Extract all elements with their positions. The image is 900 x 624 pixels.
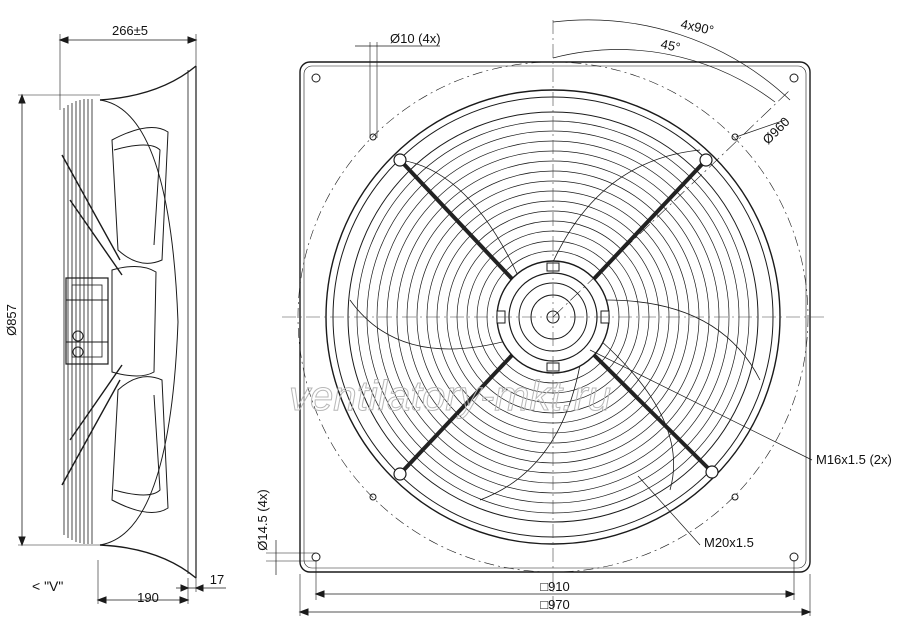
holes-top-label: Ø10 (4x) [390,31,441,46]
front-view [266,19,828,616]
bolt-circle-label: Ø960 [760,114,793,147]
blade-outlines [349,149,761,501]
gland-label-1: M16x1.5 (2x) [816,452,892,467]
diameter-dimension: Ø857 [4,304,19,336]
side-view [18,34,226,604]
width-inner-label: □910 [540,579,570,594]
angle-half-label: 45° [659,36,681,55]
angle-label: 4x90° [679,16,715,38]
holes-side-label: Ø14.5 (4x) [255,489,270,550]
view-label: < "V" [32,578,63,594]
gland-label-2: M20x1.5 [704,535,754,550]
guard-spokes [398,158,714,476]
flange-dimension: 17 [210,572,224,587]
depth-dimension: 266±5 [112,23,148,38]
width-outer-label: □970 [540,597,570,612]
mount-dimension: 190 [137,590,159,605]
watermark: ventilatory-mkt.ru [289,372,611,419]
